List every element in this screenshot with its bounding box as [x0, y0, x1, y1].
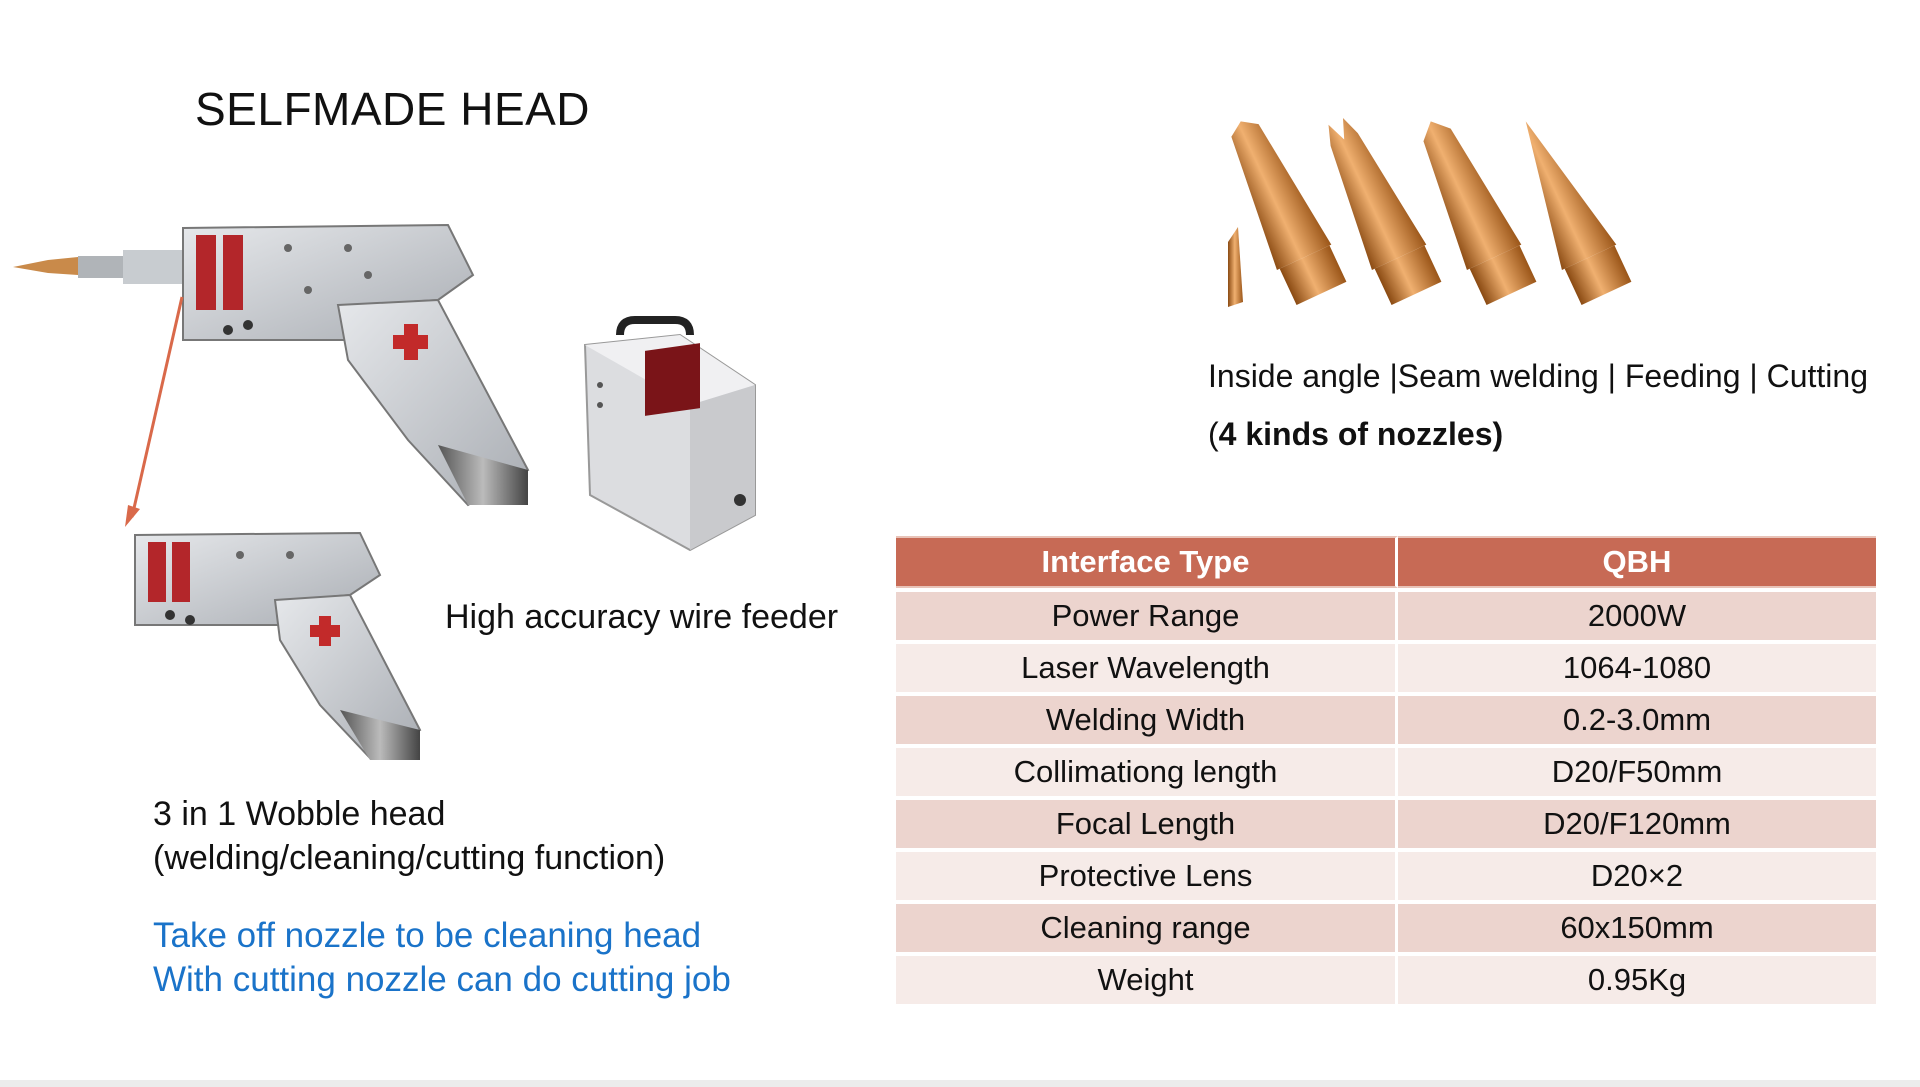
nozzle-count-text: (4 kinds of nozzles) [1208, 416, 1503, 453]
table-cell: Laser Wavelength [896, 644, 1398, 692]
table-cell: D20/F50mm [1398, 748, 1876, 796]
nozzle-types-text: Inside angle |Seam welding | Feeding | C… [1208, 358, 1868, 394]
table-row: Collimationg length D20/F50mm [896, 748, 1876, 796]
table-cell: D20×2 [1398, 852, 1876, 900]
table-header-row: Interface Type QBH [896, 536, 1876, 588]
spec-table: Interface Type QBH Power Range 2000W Las… [896, 532, 1876, 1008]
wobble-caption-line1: 3 in 1 Wobble head [153, 795, 446, 833]
nozzle-count-bold: 4 kinds of nozzles) [1218, 416, 1504, 452]
table-cell: 0.2-3.0mm [1398, 696, 1876, 744]
page-title: SELFMADE HEAD [195, 83, 591, 135]
table-cell: Focal Length [896, 800, 1398, 848]
table-cell: Power Range [896, 592, 1398, 640]
table-row: Weight 0.95Kg [896, 956, 1876, 1004]
table-row: Cleaning range 60x150mm [896, 904, 1876, 952]
wobble-head-small-image [134, 531, 422, 760]
table-row: Power Range 2000W [896, 592, 1876, 640]
wobble-head-image [13, 223, 530, 507]
wire-feeder-caption: High accuracy wire feeder [445, 598, 839, 636]
arrow-icon [125, 296, 184, 527]
nozzles-image [1228, 117, 1632, 307]
nozzle-count-open: ( [1208, 416, 1219, 452]
table-cell: 60x150mm [1398, 904, 1876, 952]
table-cell: Collimationg length [896, 748, 1398, 796]
wobble-head-caption: 3 in 1 Wobble head (welding/cleaning/cut… [153, 792, 665, 880]
wire-feeder-image [583, 316, 756, 552]
table-cell: D20/F120mm [1398, 800, 1876, 848]
table-row: Welding Width 0.2-3.0mm [896, 696, 1876, 744]
table-cell: 1064-1080 [1398, 644, 1876, 692]
table-row: Protective Lens D20×2 [896, 852, 1876, 900]
table-cell: Welding Width [896, 696, 1398, 744]
table-cell: Protective Lens [896, 852, 1398, 900]
nozzle-usage-note: Take off nozzle to be cleaning head With… [153, 914, 731, 1002]
table-row: Focal Length D20/F120mm [896, 800, 1876, 848]
note-line2: With cutting nozzle can do cutting job [153, 960, 731, 999]
table-header-cell: Interface Type [896, 536, 1398, 588]
table-cell: Cleaning range [896, 904, 1398, 952]
wobble-caption-line2: (welding/cleaning/cutting function) [153, 839, 666, 877]
table-row: Laser Wavelength 1064-1080 [896, 644, 1876, 692]
bottom-bar [0, 1080, 1920, 1087]
table-cell: Weight [896, 956, 1398, 1004]
table-cell: 2000W [1398, 592, 1876, 640]
note-line1: Take off nozzle to be cleaning head [153, 916, 702, 955]
table-header-cell: QBH [1398, 536, 1876, 588]
table-cell: 0.95Kg [1398, 956, 1876, 1004]
